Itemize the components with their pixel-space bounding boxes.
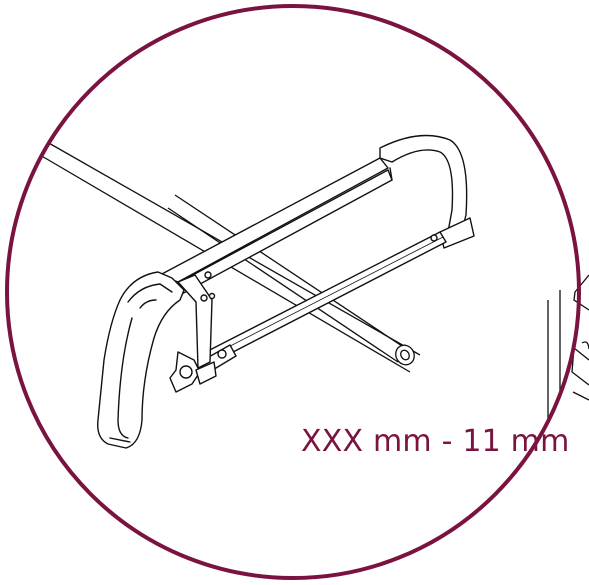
dimension-label: XXX mm - 11 mm xyxy=(301,424,570,459)
hacksaw-icon xyxy=(97,134,475,449)
detail-circle xyxy=(5,4,581,580)
background-part-fragment xyxy=(571,274,589,401)
tube-workpiece xyxy=(167,194,415,366)
